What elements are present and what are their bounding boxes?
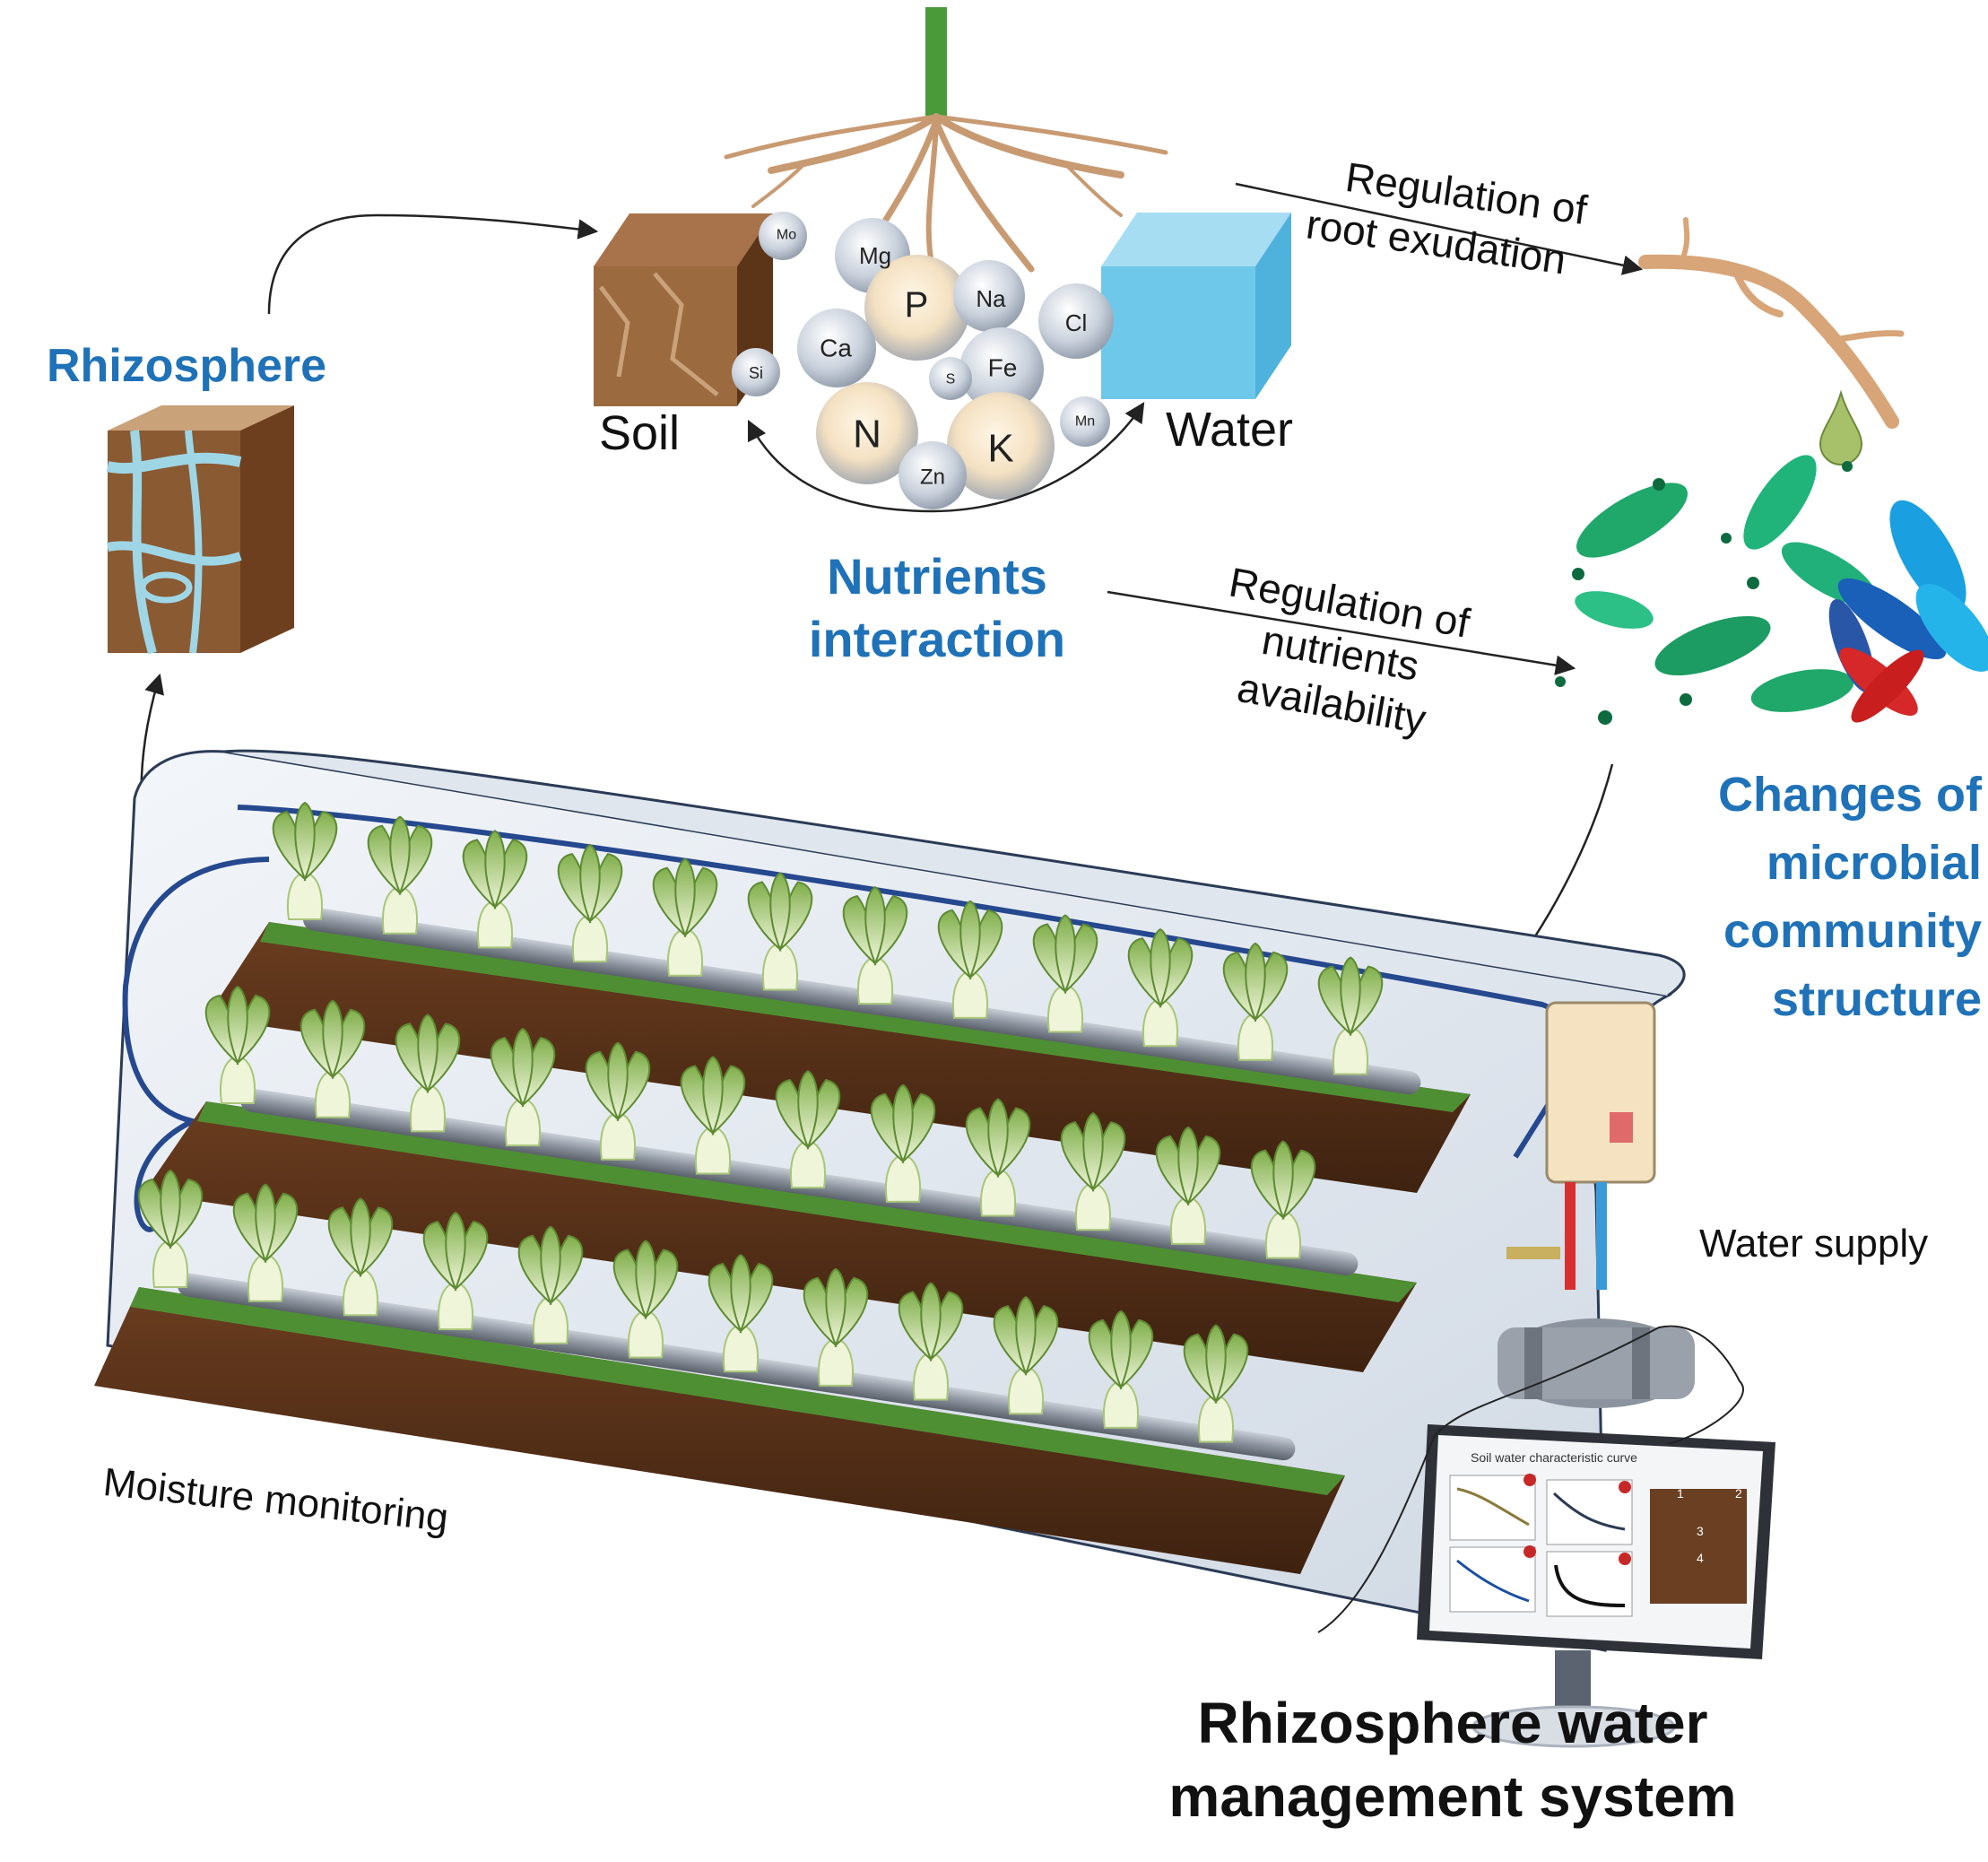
cabbage-plant	[517, 1225, 584, 1344]
cabbage-plant	[680, 1056, 746, 1175]
cabbage-plant	[1183, 1324, 1249, 1443]
element-label: Ca	[820, 335, 852, 362]
element-label: P	[905, 285, 929, 325]
nutrient-sphere	[959, 327, 1044, 412]
label-microbial-changes: Changes of microbial community structure	[1632, 761, 1982, 1033]
cabbage-plant	[585, 1041, 651, 1161]
cabbage-plant	[1127, 928, 1194, 1048]
nutrient-sphere	[732, 348, 780, 396]
water-supply-unit	[1498, 1001, 1695, 1408]
cabbage-plant	[612, 1240, 679, 1359]
cabbage-plant	[490, 1027, 556, 1147]
element-label: S	[946, 372, 956, 387]
arrow-root-exudation	[1235, 182, 1644, 275]
element-label: Cl	[1065, 309, 1088, 336]
label-microbial-line1: Changes of	[1717, 768, 1982, 822]
cabbage-plant	[137, 1169, 204, 1288]
cabbage-plant	[557, 843, 623, 963]
label-nutrients-line2: interaction	[808, 611, 1066, 667]
element-label: Fe	[988, 354, 1018, 382]
arrow-nutrients-availability	[1107, 590, 1576, 675]
cabbage-plant	[462, 830, 528, 949]
monitor-title: Soil water characteristic curve	[1471, 1450, 1637, 1465]
cabbage-plant	[422, 1211, 489, 1331]
cabbage-plants	[137, 801, 1384, 1443]
monitoring-computer: Soil water characteristic curve 1 2 3 4	[1417, 1424, 1775, 1748]
monitor-marker: 4	[1697, 1551, 1704, 1565]
element-label: Na	[976, 285, 1006, 312]
cabbage-plant	[1222, 942, 1289, 1061]
label-system-title: Rhizosphere water management system	[1112, 1686, 1793, 1833]
cabbage-plant	[993, 1296, 1059, 1415]
cabbage-plant	[775, 1070, 841, 1189]
cabbage-plant	[708, 1254, 774, 1373]
arrow-nutrients-to-soil	[747, 419, 933, 513]
label-system-line2: management system	[1168, 1764, 1737, 1829]
cabbage-plant	[898, 1282, 964, 1401]
cabbage-plant	[367, 815, 433, 935]
element-label: Mg	[859, 242, 891, 269]
label-microbial-line2: microbial	[1766, 836, 1982, 890]
nutrient-sphere	[1038, 283, 1114, 359]
arrow-nutrients-to-water	[932, 402, 1145, 513]
nutrient-sphere	[953, 260, 1025, 332]
element-label: Si	[749, 364, 763, 382]
cabbage-plant	[204, 985, 271, 1104]
cabbage-plant	[870, 1083, 936, 1203]
cabbage-plant	[965, 1098, 1031, 1217]
label-microbial-line4: structure	[1771, 972, 1982, 1026]
cabbage-plant	[803, 1267, 869, 1387]
nutrient-sphere	[864, 255, 970, 361]
element-label: Mo	[777, 228, 796, 243]
cabbage-plant	[937, 900, 1003, 1019]
cabbage-plant	[300, 999, 366, 1118]
microbial-community	[1555, 455, 1988, 725]
nutrient-sphere	[929, 357, 972, 400]
label-system-line1: Rhizosphere water	[1197, 1691, 1708, 1755]
cabbage-plant	[395, 1014, 461, 1133]
cabbage-plant	[1088, 1309, 1154, 1429]
cabbage-plant	[272, 801, 338, 920]
exuding-root	[1638, 217, 1905, 429]
nutrient-sphere	[899, 441, 967, 509]
nutrient-sphere	[947, 392, 1055, 500]
rhizosphere-block	[106, 405, 294, 655]
cabbage-plant	[1032, 914, 1098, 1033]
monitor-marker: 2	[1735, 1486, 1742, 1501]
label-microbial-line3: community	[1723, 904, 1982, 958]
label-water: Water	[1166, 403, 1294, 457]
label-water-supply: Water supply	[1699, 1222, 1929, 1266]
nutrient-spheres: Mo Mg P Na Cl Ca Fe Si S N K Mn Zn	[732, 212, 1114, 509]
label-rhizosphere: Rhizosphere	[47, 340, 327, 392]
nutrient-sphere	[1060, 396, 1110, 447]
cabbage-plant	[842, 886, 908, 1005]
label-nutrients-line1: Nutrients	[827, 548, 1047, 605]
cabbage-plant	[232, 1183, 299, 1302]
cabbage-plant	[1060, 1112, 1126, 1231]
nutrient-sphere	[816, 382, 918, 484]
element-label: Mn	[1075, 414, 1095, 430]
cabbage-plant	[1317, 956, 1384, 1075]
exudate-droplet	[1819, 389, 1863, 466]
cabbage-plant	[747, 872, 813, 991]
element-label: N	[853, 413, 881, 457]
cabbage-plant	[652, 857, 718, 977]
element-label: K	[987, 427, 1013, 471]
sensor-wire	[1317, 1325, 1744, 1633]
monitor-marker: 1	[1677, 1486, 1684, 1501]
nutrient-sphere	[759, 212, 807, 260]
cabbage-plant	[327, 1197, 394, 1317]
monitor-marker: 3	[1697, 1524, 1704, 1538]
cabbage-plant	[1250, 1140, 1316, 1259]
label-nutrients-interaction: Nutrients interaction	[789, 545, 1085, 671]
cabbage-plant	[1155, 1126, 1221, 1245]
water-cube	[1101, 213, 1291, 399]
arrow-rhizosphere-to-soil	[267, 213, 599, 315]
element-label: Zn	[920, 466, 945, 490]
nutrient-sphere	[797, 309, 876, 387]
label-soil: Soil	[599, 406, 681, 460]
